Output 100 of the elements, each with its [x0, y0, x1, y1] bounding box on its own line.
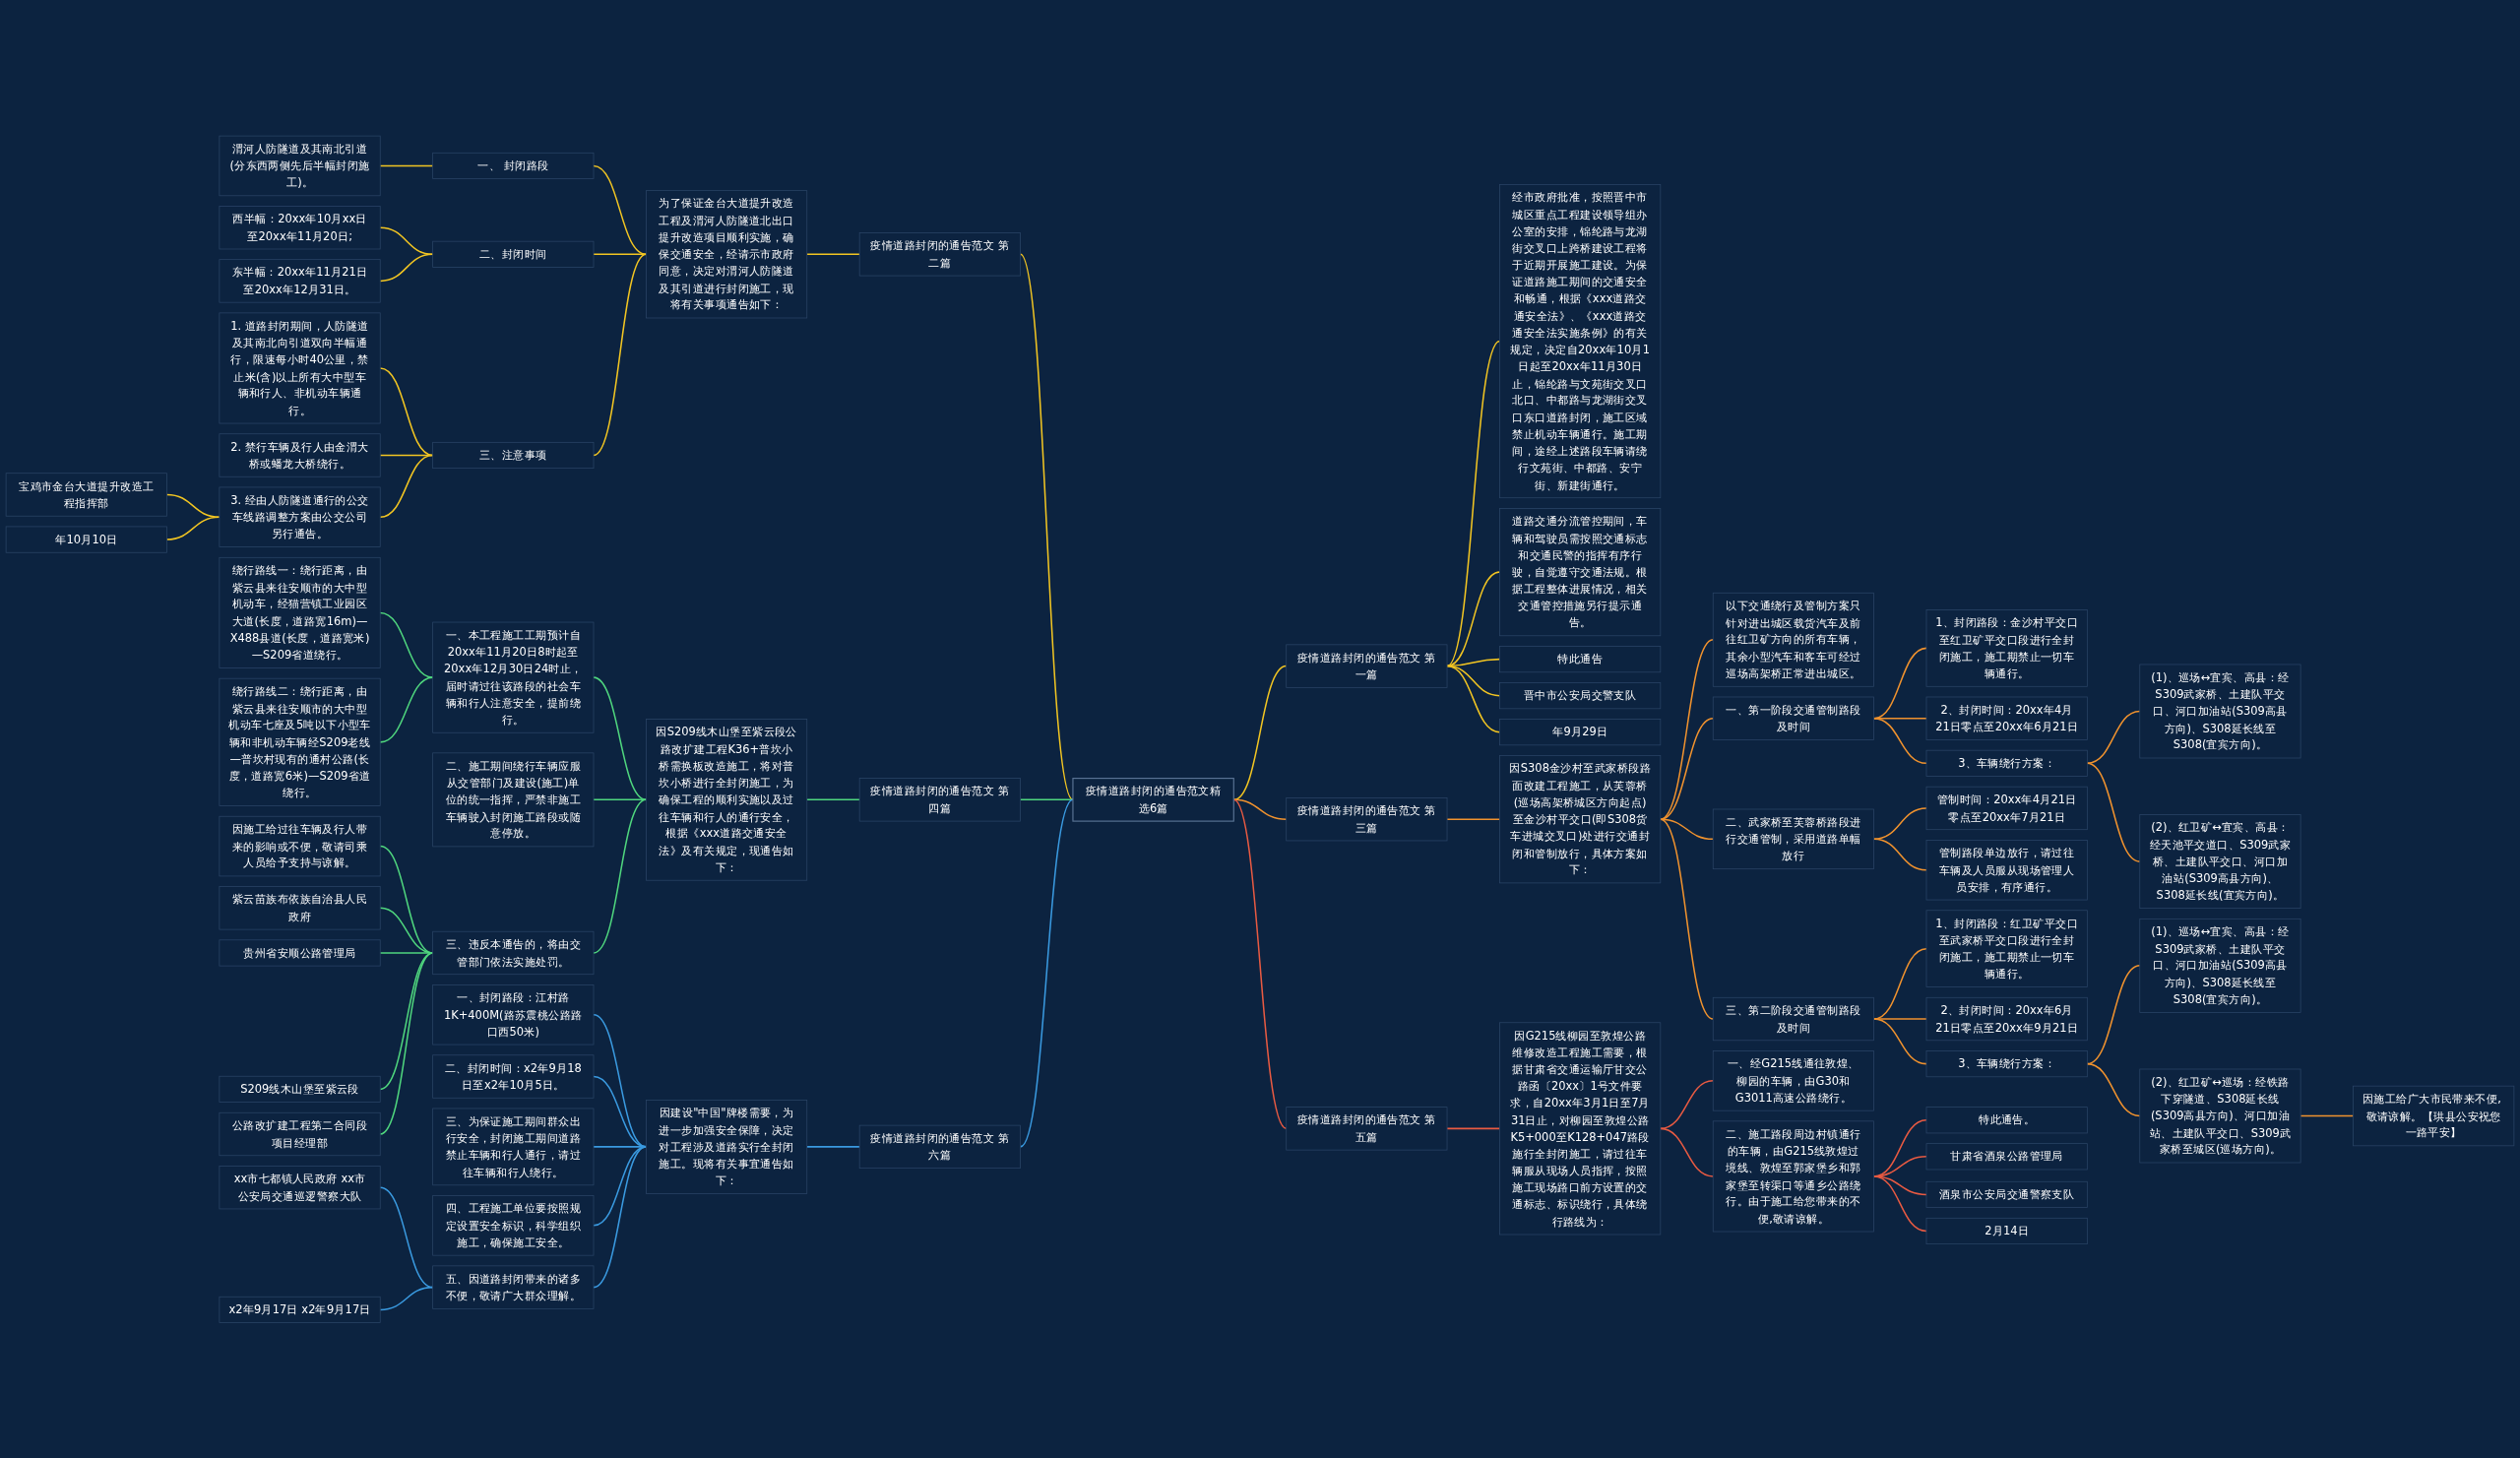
node-box: 道路交通分流管控期间，车辆和驾驶员需按照交通标志和交通民警的指挥有序行驶，自觉遵守交通法规。根据工程整体进展情况，相关交通管控措施另行提示通告。 — [1499, 507, 1662, 636]
node-box: (1)、巡场↔宜宾、高县：经S309武家桥、土建队平交口、河口加油站(S309高县方向)、S308延长线至S308(宜宾方向)。 — [2139, 918, 2301, 1013]
node-box: 2、封闭时间：20xx年6月21日零点至20xx年9月21日 — [1925, 996, 2088, 1041]
node-box: (2)、红卫矿↔宜宾、高县：经天池平交道口、S309武家桥、土建队平交口、河口加油站(S309高县方向)、S308延长线(宜宾方向)。 — [2139, 813, 2301, 909]
node-box: 特此通告。 — [1925, 1106, 2088, 1133]
connector — [379, 676, 434, 743]
connector — [1660, 638, 1714, 820]
node-box: 二、封闭时间：x2年9月18日至x2年10月5日。 — [432, 1054, 595, 1099]
node-box: 1. 道路封闭期间，人防隧道及其南北向引道双向半幅通行，限速每小时40公里，禁止米(含)以上所有大中型车辆和行人、非机动车辆通行。 — [219, 312, 381, 424]
node-box: 二、施工路段周边村镇通行的车辆，由G215线敦煌过境线、敦煌至郭家堡乡和郭家堡至转渠口等通乡公路绕行。由于施工给您带来的不便,敬请谅解。 — [1712, 1120, 1874, 1233]
node-box: 一、封闭路段：江村路1K+400M(路苏震桃公路路口西50米) — [432, 983, 595, 1046]
connector — [379, 253, 434, 282]
connector — [1872, 838, 1927, 871]
node-box: 经市政府批准，按照晋中市城区重点工程建设领导组办公室的安排，锦纶路与龙湖街交叉口上跨桥建设工程将于近期开展施工建设。为保证道路施工期间的交通安全和畅通，根据《xxx道路交通安全法》、《xxx道路交通安全法实施条例》的有关规定，决定自20xx年10月1日起至20xx年11月30日止，锦纶路与文苑街交叉口北口、中都路与龙湖街交叉口东口道路封闭，施工区域禁止机动车辆通行。施工期间，途经上述路段车辆请绕行文苑街、中都路、安宁街、新建街通行。 — [1499, 183, 1662, 498]
node-box: 三、注意事项 — [432, 441, 595, 469]
connector — [1446, 1127, 1501, 1129]
node-box: 3、车辆绕行方案： — [1925, 1049, 2088, 1077]
connector — [2300, 1114, 2355, 1116]
connector — [1872, 717, 1927, 764]
connector — [379, 1286, 434, 1310]
connector — [1446, 818, 1501, 820]
connector — [1660, 818, 1714, 840]
connector — [379, 164, 434, 166]
node-box: 以下交通绕行及管制方案只针对进出城区载货汽车及前往红卫矿方向的所有车辆，其余小型汽车和客车可经过巡场高架桥正常进出城区。 — [1712, 592, 1874, 687]
node-box: 绕行路线一：绕行距离，由紫云县来往安顺市的大中型机动车，经猫营镇工业园区大道(长度，道路宽16m)—X488县道(长度，道路宽米)—S209省道绕行。 — [219, 556, 381, 668]
node-box: 酒泉市公安局交通警察支队 — [1925, 1180, 2088, 1208]
connector — [593, 253, 648, 456]
node-box: 疫情道路封闭的通告范文 第六篇 — [858, 1124, 1021, 1169]
node-box: 三、为保证施工期间群众出行安全，封闭施工期间道路禁止车辆和行人通行，请过往车辆和行人绕行。 — [432, 1108, 595, 1185]
node-box: 三、第二阶段交通管制路段及时间 — [1712, 996, 1874, 1041]
connector — [1872, 806, 1927, 840]
node-box: 渭河人防隧道及其南北引道(分东西两侧先后半幅封闭施工)。 — [219, 135, 381, 196]
connector — [379, 845, 434, 954]
node-box: 因建设"中国"牌楼需要，为进一步加强安全保障，决定对工程涉及道路实行全封闭施工。现将有关事宜通告如下： — [646, 1099, 808, 1194]
node-box: 3、车辆绕行方案： — [1925, 749, 2088, 777]
connector — [379, 951, 434, 1135]
node-box: 1、封闭路段：金沙村平交口至红卫矿平交口段进行全封闭施工，施工期禁止一切车辆通行。 — [1925, 608, 2088, 687]
node-box: 为了保证金台大道提升改造工程及渭河人防隧道北出口提升改造项目顺利实施，确保交通安全，经请示市政府同意，决定对渭河人防隧道及其引道进行封闭施工，现将有关事项通告如下： — [646, 189, 808, 319]
node-box: 甘肃省酒泉公路管理局 — [1925, 1142, 2088, 1170]
node-box: 紫云苗族布依族自治县人民政府 — [219, 885, 381, 930]
node-box: 因S209线木山堡至紫云段公路改扩建工程K36+普坎小桥需换板改造施工，将对普坎小桥进行全封闭施工，为确保工程的顺利实施以及过往车辆和行人的通行安全，根据《xxx道路交通安全法》及有关规定，现通告如下： — [646, 718, 808, 881]
connector — [1446, 665, 1501, 733]
node-box: 管制路段单边放行，请过往车辆及人员服从现场管理人员安排，有序通行。 — [1925, 839, 2088, 901]
node-box: 一、第一阶段交通管制路段及时间 — [1712, 696, 1874, 740]
node-box: 贵州省安顺公路管理局 — [219, 939, 381, 967]
node-box: 3. 经由人防隧道通行的公交车线路调整方案由公交公司另行通告。 — [219, 486, 381, 547]
node-box: 一、经G215线通往敦煌、柳园的车辆，由G30和G3011高速公路绕行。 — [1712, 1049, 1874, 1111]
connector — [593, 1145, 648, 1289]
connector — [806, 253, 860, 255]
node-box: x2年9月17日 x2年9月17日 — [219, 1296, 381, 1323]
node-box: 因S308金沙村至武家桥段路面改建工程施工，从芙蓉桥(巡场高架桥城区方向起点)至金沙村平交口(即S308货车进城交叉口)处进行交通封闭和管制放行，具体方案如下： — [1499, 754, 1662, 883]
node-box: S209线木山堡至紫云段 — [219, 1075, 381, 1103]
node-box: 一、 封闭路段 — [432, 152, 595, 179]
connector — [379, 226, 434, 255]
connector — [806, 1145, 860, 1148]
node-box: 疫情道路封闭的通告范文 第一篇 — [1286, 644, 1448, 688]
node-box: 晋中市公安局交警支队 — [1499, 681, 1662, 709]
node-box: 特此通告 — [1499, 645, 1662, 672]
node-box: 2、封闭时间：20xx年4月21日零点至20xx年6月21日 — [1925, 696, 2088, 740]
node-box: (2)、红卫矿↔巡场：经铁路下穿隧道、S308延长线(S309高县方向)、河口加油站、土建队平交口、S309武家桥至城区(巡场方向)。 — [2139, 1068, 2301, 1164]
node-box: 二、施工期间绕行车辆应服从交管部门及建设(施工)单位的统一指挥，严禁非施工车辆驶入封闭施工路段或随意停放。 — [432, 752, 595, 847]
node-box: xx市七都镇人民政府 xx市公安局交通巡逻警察大队 — [219, 1165, 381, 1209]
node-box: 绕行路线二：绕行距离，由紫云县来往安顺市的大中型机动车七座及5吨以下小型车辆和非机动车辆经S209老线—普坎村现有的通村公路(长度，道路宽6米)—S209省道绕行。 — [219, 677, 381, 806]
connector — [379, 454, 434, 518]
node-box: 2. 禁行车辆及行人由金渭大桥或蟠龙大桥绕行。 — [219, 433, 381, 477]
node-box: 因施工给广大市民带来不便, 敬请谅解。【珙县公安祝您一路平安】 — [2353, 1085, 2515, 1146]
connector — [2086, 762, 2141, 862]
node-box: 西半幅：20xx年10月xx日至20xx年11月20日; — [219, 205, 381, 249]
node-box: 1、封闭路段：红卫矿平交口至武家桥平交口段进行全封闭施工，施工期禁止一切车辆通行。 — [1925, 910, 2088, 987]
node-box: 2月14日 — [1925, 1217, 2088, 1244]
node-box: 三、违反本通告的，将由交管部门依法实施处罚。 — [432, 930, 595, 975]
connector — [379, 951, 434, 1090]
connector — [379, 611, 434, 678]
node-box: 年9月29日 — [1499, 718, 1662, 745]
node-box: 疫情道路封闭的通告范文 第三篇 — [1286, 796, 1448, 841]
node-box: 二、武家桥至芙蓉桥路段进行交通管制，采用道路单幅放行 — [1712, 808, 1874, 869]
node-box: 东半幅：20xx年11月21日至20xx年12月31日。 — [219, 258, 381, 303]
node-box: 管制时间：20xx年4月21日零点至20xx年7月21日 — [1925, 786, 2088, 830]
node-box: 公路改扩建工程第二合同段项目经理部 — [219, 1111, 381, 1156]
node-box: 因G215线柳园至敦煌公路维修改造工程施工需要，根据甘肃省交通运输厅甘交公路函〔20xx〕1号文件要求，自20xx年3月1日至7月31日止，对柳园至敦煌公路K5+000至K128+047路段施行全封闭施工，请过往车辆服从现场人员指挥，按照施工现场路口前方设置的交通标志、标识绕行，具体绕行路线为： — [1499, 1022, 1662, 1236]
node-box: 疫情道路封闭的通告范文 第五篇 — [1286, 1106, 1448, 1151]
connector — [806, 798, 860, 800]
node-box: 宝鸡市金台大道提升改造工程指挥部 — [5, 473, 167, 517]
node-box: 因施工给过往车辆及行人带来的影响或不便，敬请司乘人员给予支持与谅解。 — [219, 815, 381, 876]
node-box: 二、封闭时间 — [432, 240, 595, 268]
node-box: 年10月10日 — [5, 526, 167, 553]
connector — [379, 366, 434, 456]
node-box: (1)、巡场↔宜宾、高县：经S309武家桥、土建队平交口、河口加油站(S309高县方向)、S308延长线至S308(宜宾方向)。 — [2139, 664, 2301, 759]
connector — [1446, 340, 1501, 666]
node-box: 四、工程施工单位要按照规定设置安全标识，科学组织施工，确保施工安全。 — [432, 1194, 595, 1256]
connector — [1872, 1017, 1927, 1065]
connector — [593, 676, 648, 800]
connector — [2086, 1062, 2141, 1116]
node-box: 一、本工程施工工期预计自20xx年11月20日8时起至20xx年12月30日24时止，届时请过往该路段的社会车辆和行人注意安全，提前绕行。 — [432, 621, 595, 733]
node-box: 疫情道路封闭的通告范文 第二篇 — [858, 231, 1021, 277]
connector — [165, 493, 220, 518]
connector — [2086, 710, 2141, 764]
connector — [1660, 717, 1714, 820]
connector — [1660, 1127, 1714, 1177]
node-box: 疫情道路封闭的通告范文精选6篇 — [1072, 777, 1234, 822]
